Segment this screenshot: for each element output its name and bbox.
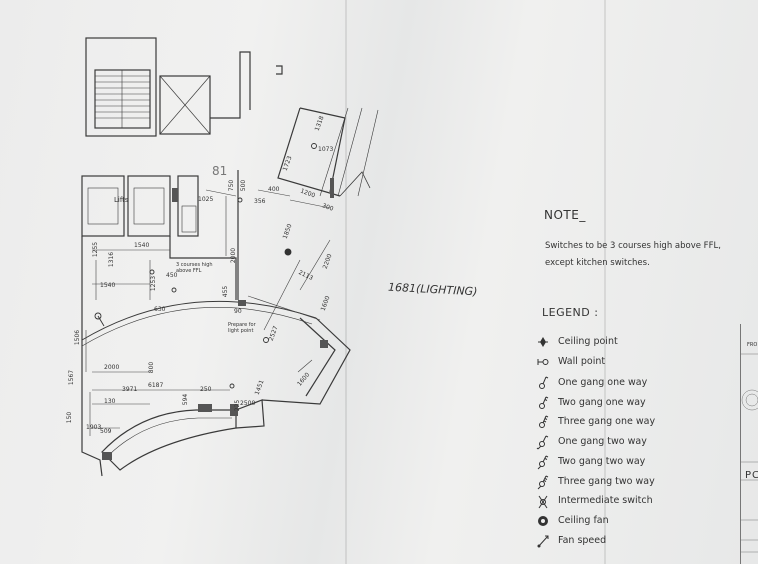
dimension-label: 356 bbox=[254, 198, 266, 205]
legend-title: LEGEND : bbox=[542, 306, 599, 319]
dimension-label: 150 bbox=[66, 411, 74, 424]
legend-label: One gang one way bbox=[558, 377, 648, 388]
dimension-label: 2500 bbox=[240, 400, 256, 407]
dimension-label: 1540 bbox=[134, 242, 150, 249]
dimension-label: 6187 bbox=[148, 382, 164, 389]
dimension-label: 630 bbox=[154, 306, 166, 313]
dimension-label: 500 bbox=[240, 179, 248, 192]
note-title: NOTE_ bbox=[544, 208, 586, 222]
three-gang-one-way-icon bbox=[539, 415, 549, 428]
legend-label: Wall point bbox=[558, 356, 606, 367]
two-gang-two-way-icon bbox=[537, 455, 549, 470]
dimension-label: 450 bbox=[166, 272, 178, 279]
dimension-label: 1567 bbox=[68, 369, 76, 386]
dimension-label: 2000 bbox=[104, 364, 120, 371]
legend-label: Three gang two way bbox=[558, 476, 655, 487]
two-gang-one-way-icon bbox=[539, 396, 549, 409]
legend-label: Two gang one way bbox=[558, 397, 646, 408]
dimension-label: 225 bbox=[234, 399, 242, 412]
dimension-label: 750 bbox=[228, 179, 236, 192]
legend-label: Intermediate switch bbox=[558, 495, 653, 506]
paper-fold bbox=[604, 0, 606, 564]
dimension-label: 3971 bbox=[122, 386, 138, 393]
dimension-label: 455 bbox=[222, 285, 230, 298]
dimension-label: 2000 bbox=[230, 247, 238, 264]
dimension-label: 1025 bbox=[198, 196, 214, 203]
legend-label: Ceiling fan bbox=[558, 515, 609, 526]
legend-label: Ceiling point bbox=[558, 336, 618, 347]
dimension-label: 1253 bbox=[150, 275, 158, 292]
annotation-courses-high: 3 courses high above FFL bbox=[176, 262, 213, 274]
dimension-label: 1316 bbox=[108, 251, 116, 268]
annotation-prepare-light: Prepare for light point bbox=[228, 322, 256, 334]
dimension-label: 594 bbox=[182, 393, 190, 406]
dimension-label: 509 bbox=[100, 428, 112, 435]
dimension-label: 1073 bbox=[318, 146, 334, 153]
dimension-label: 400 bbox=[268, 186, 280, 193]
dimension-label: 1540 bbox=[100, 282, 116, 289]
dimension-label: 800 bbox=[148, 361, 156, 374]
dimension-label: 130 bbox=[104, 398, 116, 405]
one-gang-one-way-icon bbox=[539, 376, 549, 389]
floor-number: 81 bbox=[212, 164, 228, 178]
dimension-label: 1255 bbox=[92, 241, 100, 258]
note-text: Switches to be 3 courses high above FFL,… bbox=[545, 241, 721, 268]
ceiling-fan-icon bbox=[538, 516, 548, 526]
legend-label: One gang two way bbox=[558, 436, 647, 447]
three-gang-two-way-icon bbox=[537, 475, 549, 490]
paper-fold bbox=[345, 0, 347, 564]
title-block: FRO PC bbox=[740, 324, 758, 564]
legend-label: Two gang two way bbox=[558, 456, 646, 467]
dimension-label: 1506 bbox=[74, 329, 82, 346]
staircase bbox=[85, 37, 157, 137]
legend-label: Fan speed bbox=[558, 535, 607, 546]
lift-2 bbox=[127, 175, 171, 237]
dimension-label: 250 bbox=[200, 386, 212, 393]
fan-speed-icon bbox=[537, 535, 549, 548]
shaft bbox=[159, 75, 211, 135]
ceiling-point-icon bbox=[538, 337, 548, 347]
wall-point-icon bbox=[537, 359, 549, 365]
dimension-label: 90 bbox=[234, 308, 242, 315]
lifts-label: Lifts bbox=[114, 196, 129, 204]
dimension-label: 1903 bbox=[86, 424, 102, 431]
title-block-letters: PC bbox=[745, 470, 758, 481]
legend-label: Three gang one way bbox=[558, 416, 656, 427]
one-gang-two-way-icon bbox=[536, 435, 549, 450]
title-block-label: FRO bbox=[747, 342, 758, 348]
lift-1 bbox=[81, 175, 125, 237]
intermediate-switch-icon bbox=[538, 495, 548, 509]
